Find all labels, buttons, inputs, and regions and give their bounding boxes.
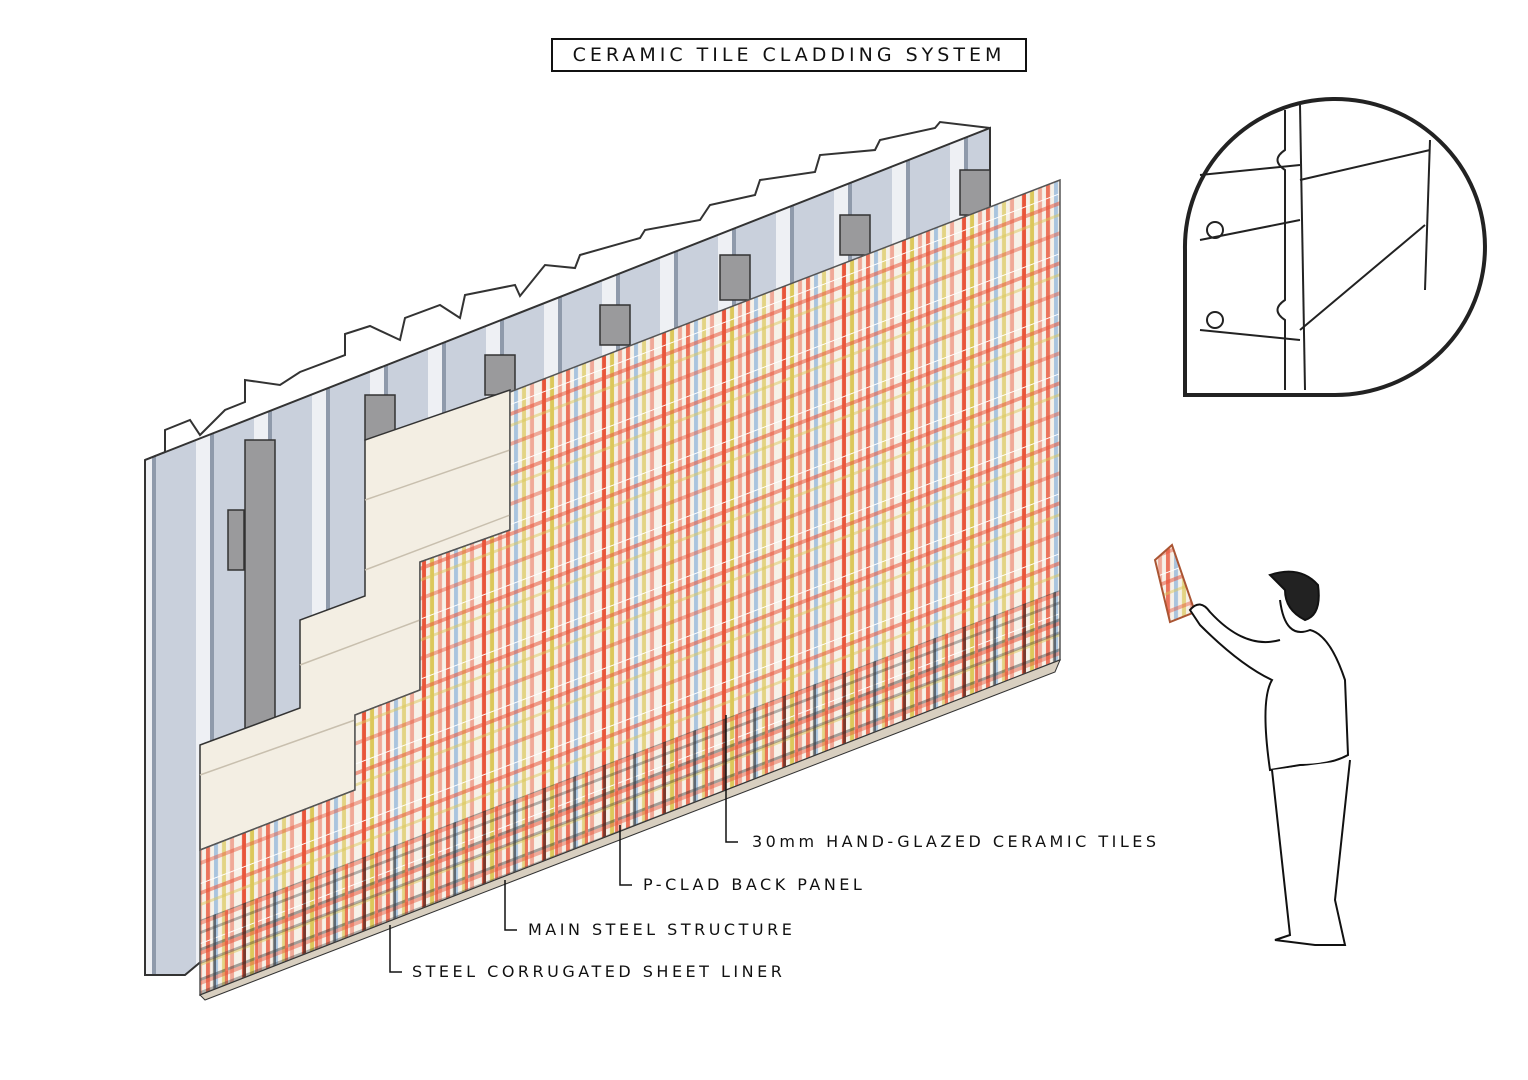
label-sheet-liner: STEEL CORRUGATED SHEET LINER [412,962,786,981]
main-steel-structure [227,169,991,741]
label-steel-structure: MAIN STEEL STRUCTURE [528,920,796,939]
diagram-title: CERAMIC TILE CLADDING SYSTEM [551,38,1027,72]
detail-callout [1182,97,1487,397]
label-back-panel: P-CLAD BACK PANEL [643,875,866,894]
label-ceramic-tiles: 30mm HAND-GLAZED CERAMIC TILES [752,832,1160,851]
leader-lines [389,715,738,973]
person-figure [1153,543,1351,946]
